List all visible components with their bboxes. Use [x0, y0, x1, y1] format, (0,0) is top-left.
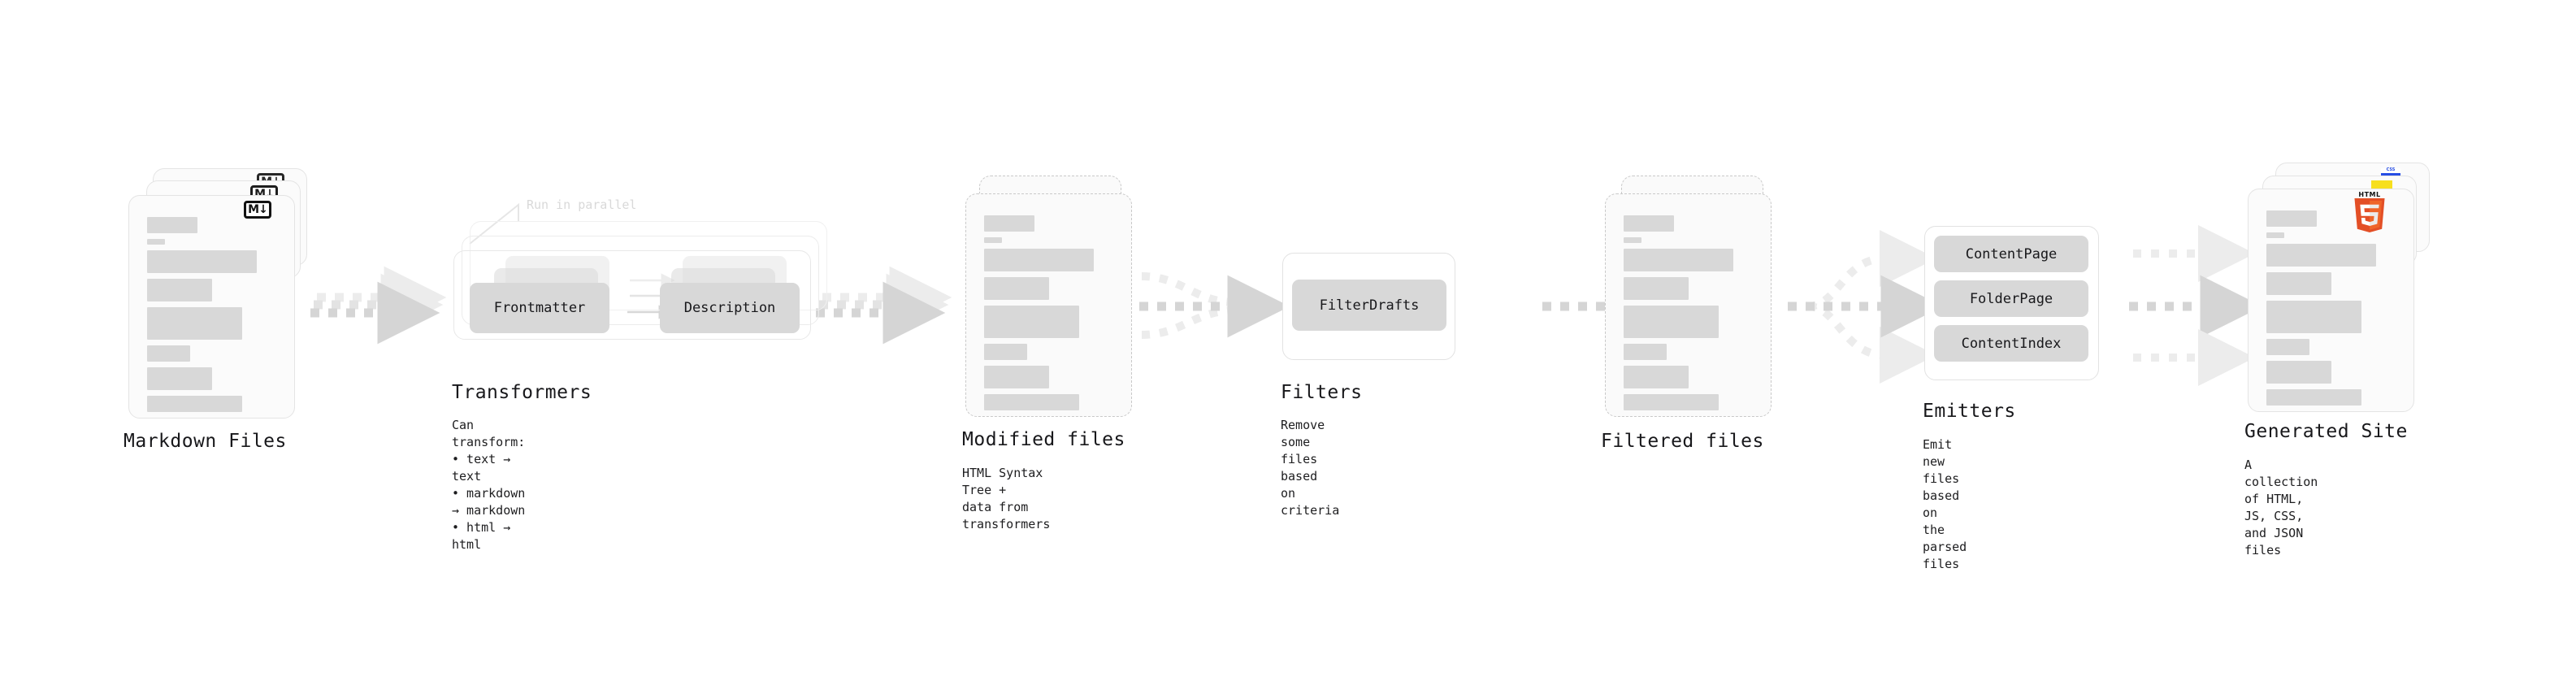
chip-label: ContentIndex: [1961, 335, 2062, 352]
bar: [147, 367, 212, 390]
stage-title-filtered-files: Filtered files: [1601, 431, 1764, 452]
bar: [2266, 301, 2361, 333]
bar: [2266, 232, 2284, 238]
bar: [147, 217, 197, 233]
bar: [147, 345, 190, 362]
arrow-transformers-to-modified: [816, 266, 952, 345]
bar: [2266, 339, 2309, 355]
stage-title-modified-files: Modified files: [962, 429, 1125, 450]
site-file-card-front[interactable]: [2248, 189, 2414, 412]
bar: [984, 366, 1049, 388]
bar: [2266, 272, 2331, 295]
bar: [984, 215, 1034, 232]
bar: [1624, 344, 1667, 360]
bar: [2266, 244, 2376, 267]
chip-label: ContentPage: [1965, 245, 2058, 262]
bar: [1624, 249, 1733, 271]
css-badge-icon: CSS: [2381, 168, 2400, 176]
bar: [1624, 366, 1689, 388]
chip-label: Description: [683, 300, 776, 316]
chip-label: FilterDrafts: [1319, 297, 1420, 314]
html5-shield-icon: [2354, 198, 2385, 232]
bar: [147, 279, 212, 301]
stage-title-emitters: Emitters: [1923, 401, 2016, 422]
html5-badge-icon: HTML: [2352, 191, 2387, 233]
stage-subtitle-modified-files: HTML Syntax Tree + data from transformer…: [962, 466, 1051, 531]
transformer-chip-description[interactable]: Description: [660, 283, 800, 333]
document-placeholder-bars: [1624, 215, 1753, 416]
arrow-emitters-to-site: [2129, 225, 2263, 386]
stage-subtitle-filters: Remove some files based on criteria: [1281, 418, 1340, 518]
bar: [1624, 306, 1719, 338]
bar: [984, 344, 1027, 360]
stage-subtitle-generated-site: A collection of HTML, JS, CSS, and JSON …: [2244, 458, 2318, 557]
bar: [147, 396, 242, 412]
markdown-badge-icon: M↓: [244, 201, 271, 219]
bar: [2266, 210, 2317, 227]
chip-label: FolderPage: [1969, 290, 2053, 307]
bar: [2266, 361, 2331, 384]
transformers-group-back: [470, 221, 827, 310]
transformers-group-mid: [462, 236, 819, 325]
emitter-chip-contentindex[interactable]: ContentIndex: [1934, 325, 2088, 362]
run-in-parallel-note: Run in parallel: [527, 197, 637, 212]
bar: [147, 239, 165, 245]
document-placeholder-bars: [2266, 210, 2396, 411]
filtered-file-card-front[interactable]: [1605, 193, 1772, 417]
bar: [1624, 237, 1641, 243]
bar: [984, 237, 1002, 243]
transformers-group-front[interactable]: [453, 250, 811, 340]
document-placeholder-bars: [147, 217, 276, 418]
arrow-modified-to-filters: [1139, 272, 1290, 339]
emitter-chip-folderpage[interactable]: FolderPage: [1934, 280, 2088, 317]
bar: [1624, 277, 1689, 300]
stage-title-transformers: Transformers: [452, 382, 592, 403]
bar: [984, 277, 1049, 300]
transformer-chip-frontmatter[interactable]: Frontmatter: [470, 283, 609, 333]
arrow-filtered-to-emitters: [1788, 230, 1944, 384]
bar: [1624, 394, 1719, 410]
bar: [984, 394, 1079, 410]
stage-subtitle-emitters: Emit new files based on the parsed files: [1923, 437, 1967, 571]
stage-title-markdown-files: Markdown Files: [124, 431, 287, 452]
stage-title-filters: Filters: [1281, 382, 1363, 403]
stage-title-generated-site: Generated Site: [2244, 421, 2408, 442]
bar: [984, 306, 1079, 338]
stage-subtitle-transformers: Can transform: • text → text • markdown …: [452, 418, 526, 552]
bar: [147, 250, 257, 273]
emitter-chip-contentpage[interactable]: ContentPage: [1934, 236, 2088, 272]
html5-caption: HTML: [2358, 191, 2381, 198]
filter-chip-filterdrafts[interactable]: FilterDrafts: [1292, 280, 1446, 331]
chip-label: Frontmatter: [493, 300, 586, 316]
document-placeholder-bars: [984, 215, 1113, 416]
bar: [984, 249, 1094, 271]
bar: [1624, 215, 1674, 232]
markdown-file-card-front[interactable]: [128, 195, 295, 419]
bar: [147, 307, 242, 340]
arrow-markdown-to-transformers: [310, 266, 447, 345]
bar: [2266, 389, 2361, 406]
modified-file-card-front[interactable]: [965, 193, 1132, 417]
